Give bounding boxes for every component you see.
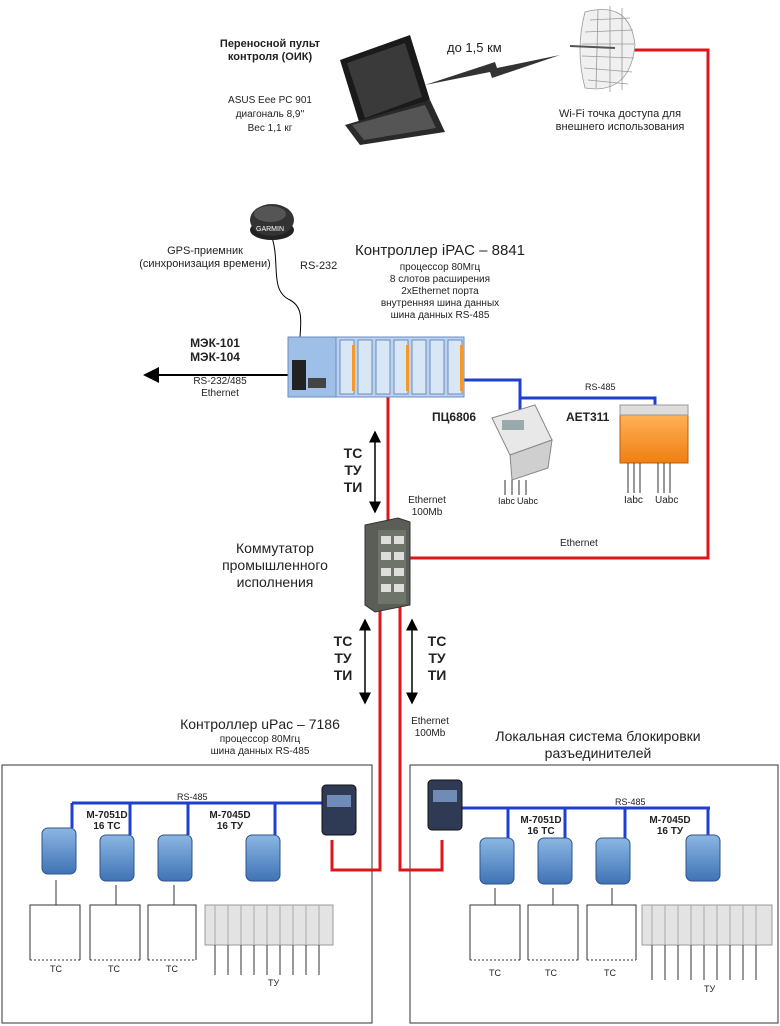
wireless-link-icon bbox=[425, 55, 560, 85]
left-m7045-sub: 16 ТУ bbox=[216, 821, 244, 832]
switch-label: Коммутатор промышленного исполнения bbox=[222, 540, 328, 590]
left-m7045: M-7045D bbox=[209, 810, 251, 821]
right-rs485: RS-485 bbox=[615, 797, 646, 807]
left-panel-frame bbox=[1, 764, 373, 1024]
left-rs485: RS-485 bbox=[177, 792, 208, 802]
gps-label: GPS-приемник (синхронизация времени) bbox=[139, 245, 271, 271]
laptop-model: ASUS Eee PC 901 bbox=[228, 95, 312, 106]
laptop-weight: Вес 1,1 кг bbox=[247, 123, 293, 134]
meters-rs485: RS-485 bbox=[585, 382, 616, 392]
pc6806-io-1: Iabc bbox=[498, 496, 516, 506]
lock-title: Локальная система блокировки разъедините… bbox=[495, 728, 701, 761]
aet311-label: АЕТ311 bbox=[566, 410, 610, 424]
left-io-modules bbox=[41, 827, 281, 882]
wifi-label: Wi-Fi точка доступа для внешнего использ… bbox=[555, 108, 685, 134]
left-relay-rail bbox=[204, 904, 334, 946]
right-m7045: M-7045D bbox=[649, 815, 691, 826]
mek-iface-1: RS-232/485 bbox=[193, 376, 247, 387]
aet311-io-1: Iabc bbox=[624, 495, 643, 506]
signal-arrows bbox=[143, 231, 418, 705]
mek-104-label: МЭК-104 bbox=[190, 350, 240, 364]
left-tc-1: ТС bbox=[50, 964, 62, 974]
signal-ti-top: ТИ bbox=[343, 479, 363, 495]
signal-tu-left: ТУ bbox=[334, 650, 352, 666]
eth-bottom-label: Ethernet 100Mb bbox=[411, 716, 449, 739]
ipac-title: Контроллер iPAC – 8841 bbox=[354, 242, 526, 259]
distance-label: до 1,5 км bbox=[447, 40, 502, 55]
wifi-antenna-icon bbox=[569, 6, 636, 92]
signal-tc-right: ТС bbox=[427, 633, 447, 649]
ethernet-switch-icon bbox=[364, 517, 411, 613]
upac-controller-icon bbox=[321, 784, 357, 836]
signal-tc-top: ТС bbox=[343, 445, 363, 461]
ipac-spec-2: 8 слотов расширения bbox=[389, 274, 491, 285]
left-tu: ТУ bbox=[268, 978, 280, 988]
ethernet-lines bbox=[330, 48, 710, 872]
signal-ti-left: ТИ bbox=[333, 667, 353, 683]
ipac-spec-3: 2xEthernet порта bbox=[401, 286, 479, 297]
right-relay-rail bbox=[641, 904, 773, 946]
left-m7051-sub: 16 ТС bbox=[93, 821, 121, 832]
ipac-spec-4: внутренняя шина данных bbox=[380, 298, 500, 309]
contact-wiring bbox=[29, 880, 757, 980]
signal-tu-right: ТУ bbox=[428, 650, 446, 666]
left-m7051: M-7051D bbox=[86, 810, 128, 821]
upac-title: Контроллер uPac – 7186 bbox=[180, 716, 340, 732]
left-tc-2: ТС bbox=[108, 964, 120, 974]
right-io-modules bbox=[479, 834, 721, 885]
gps-receiver-icon bbox=[250, 204, 294, 240]
eth-top-label: Ethernet 100Mb bbox=[408, 495, 446, 518]
pc6806-io-2: Uabc bbox=[517, 496, 539, 506]
aet311-module-icon bbox=[619, 404, 689, 493]
gps-brand: GARMIN bbox=[256, 226, 284, 233]
eth-mid-label: Ethernet bbox=[560, 538, 598, 549]
upac-spec-1: процессор 80Мгц bbox=[219, 734, 301, 745]
aet311-io-2: Uabc bbox=[655, 495, 679, 506]
gps-link: RS-232 bbox=[300, 260, 338, 272]
right-tc-3: ТС bbox=[604, 968, 616, 978]
right-m7051-sub: 16 ТС bbox=[527, 826, 555, 837]
left-tc-3: ТС bbox=[166, 964, 178, 974]
signal-tu-top: ТУ bbox=[344, 462, 362, 478]
right-panel-frame bbox=[409, 764, 779, 1024]
right-tc-1: ТС bbox=[489, 968, 501, 978]
ipac-spec-5: шина данных RS-485 bbox=[390, 310, 490, 321]
right-tu: ТУ bbox=[704, 984, 716, 994]
right-tc-2: ТС bbox=[545, 968, 557, 978]
signal-ti-right: ТИ bbox=[427, 667, 447, 683]
signal-tc-left: ТС bbox=[333, 633, 353, 649]
right-m7051: M-7051D bbox=[520, 815, 562, 826]
lock-controller-icon bbox=[427, 779, 463, 831]
right-m7045-sub: 16 ТУ bbox=[656, 826, 684, 837]
ipac-spec-1: процессор 80Мгц bbox=[399, 262, 481, 273]
mek-iface-2: Ethernet bbox=[201, 388, 239, 399]
laptop-diagonal: диагональ 8,9'' bbox=[235, 109, 305, 120]
rs485-lines bbox=[70, 378, 710, 838]
laptop-icon bbox=[340, 35, 445, 145]
laptop-title: Переносной пульт контроля (ОИК) bbox=[219, 38, 321, 64]
pc6806-label: ПЦ6806 bbox=[432, 410, 477, 424]
ipac-controller-icon bbox=[287, 336, 465, 398]
mek-101-label: МЭК-101 bbox=[190, 336, 240, 350]
pc6806-meter-icon bbox=[491, 404, 553, 495]
upac-spec-2: шина данных RS-485 bbox=[210, 746, 310, 757]
